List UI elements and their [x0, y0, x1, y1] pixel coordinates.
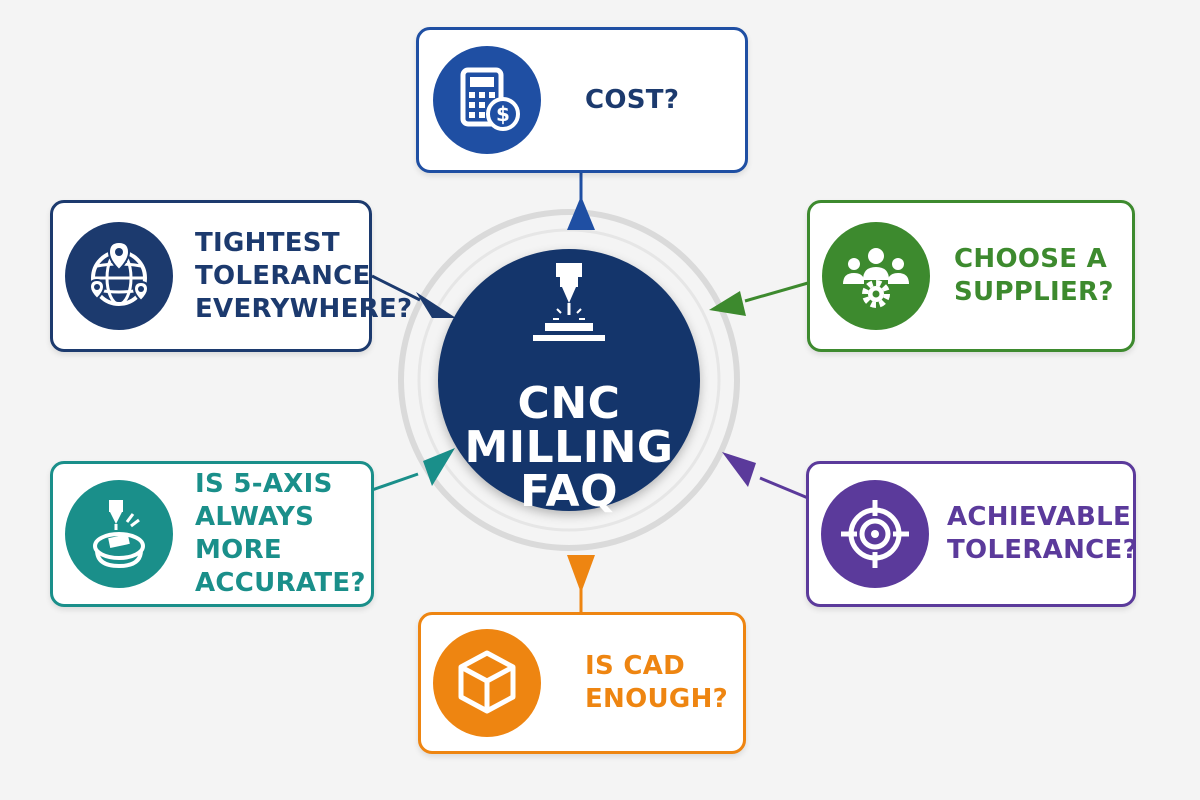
calculator-dollar-icon: $: [433, 46, 541, 154]
node-label: IS 5-AXIS ALWAYS MORE ACCURATE?: [195, 469, 366, 598]
five-axis-machine-icon: [65, 480, 173, 588]
team-gear-icon: [822, 222, 930, 330]
svg-text:$: $: [496, 102, 510, 126]
connector-cost: [567, 172, 595, 230]
node-label: TIGHTEST TOLERANCE EVERYWHERE?: [195, 227, 413, 324]
node-tightest[interactable]: TIGHTEST TOLERANCE EVERYWHERE?: [50, 200, 412, 352]
node-achievable[interactable]: ACHIEVABLE TOLERANCE?: [806, 461, 1138, 607]
connector-achievable: [722, 452, 809, 500]
node-label: IS CAD ENOUGH?: [585, 651, 729, 714]
center-hub: CNC MILLING FAQ: [438, 249, 700, 517]
node-cost[interactable]: $ COST?: [416, 27, 748, 173]
target-crosshair-icon: [821, 480, 929, 588]
connector-tightest: [371, 274, 456, 318]
outer-ring: [398, 209, 740, 551]
node-cad[interactable]: IS CAD ENOUGH?: [418, 612, 746, 754]
connector-supplier: [709, 281, 809, 316]
connector-five-axis: [371, 448, 455, 492]
node-label: ACHIEVABLE TOLERANCE?: [947, 502, 1138, 565]
node-label: COST?: [585, 84, 680, 115]
cube-icon: [433, 629, 541, 737]
node-supplier[interactable]: CHOOSE A SUPPLIER?: [807, 200, 1135, 352]
center-title: CNC MILLING FAQ: [464, 378, 674, 517]
node-label: CHOOSE A SUPPLIER?: [954, 244, 1114, 307]
cnc-spindle-icon: [533, 263, 605, 341]
node-five-axis[interactable]: IS 5-AXIS ALWAYS MORE ACCURATE?: [50, 461, 374, 607]
globe-pins-icon: [65, 222, 173, 330]
connector-cad: [567, 555, 595, 612]
